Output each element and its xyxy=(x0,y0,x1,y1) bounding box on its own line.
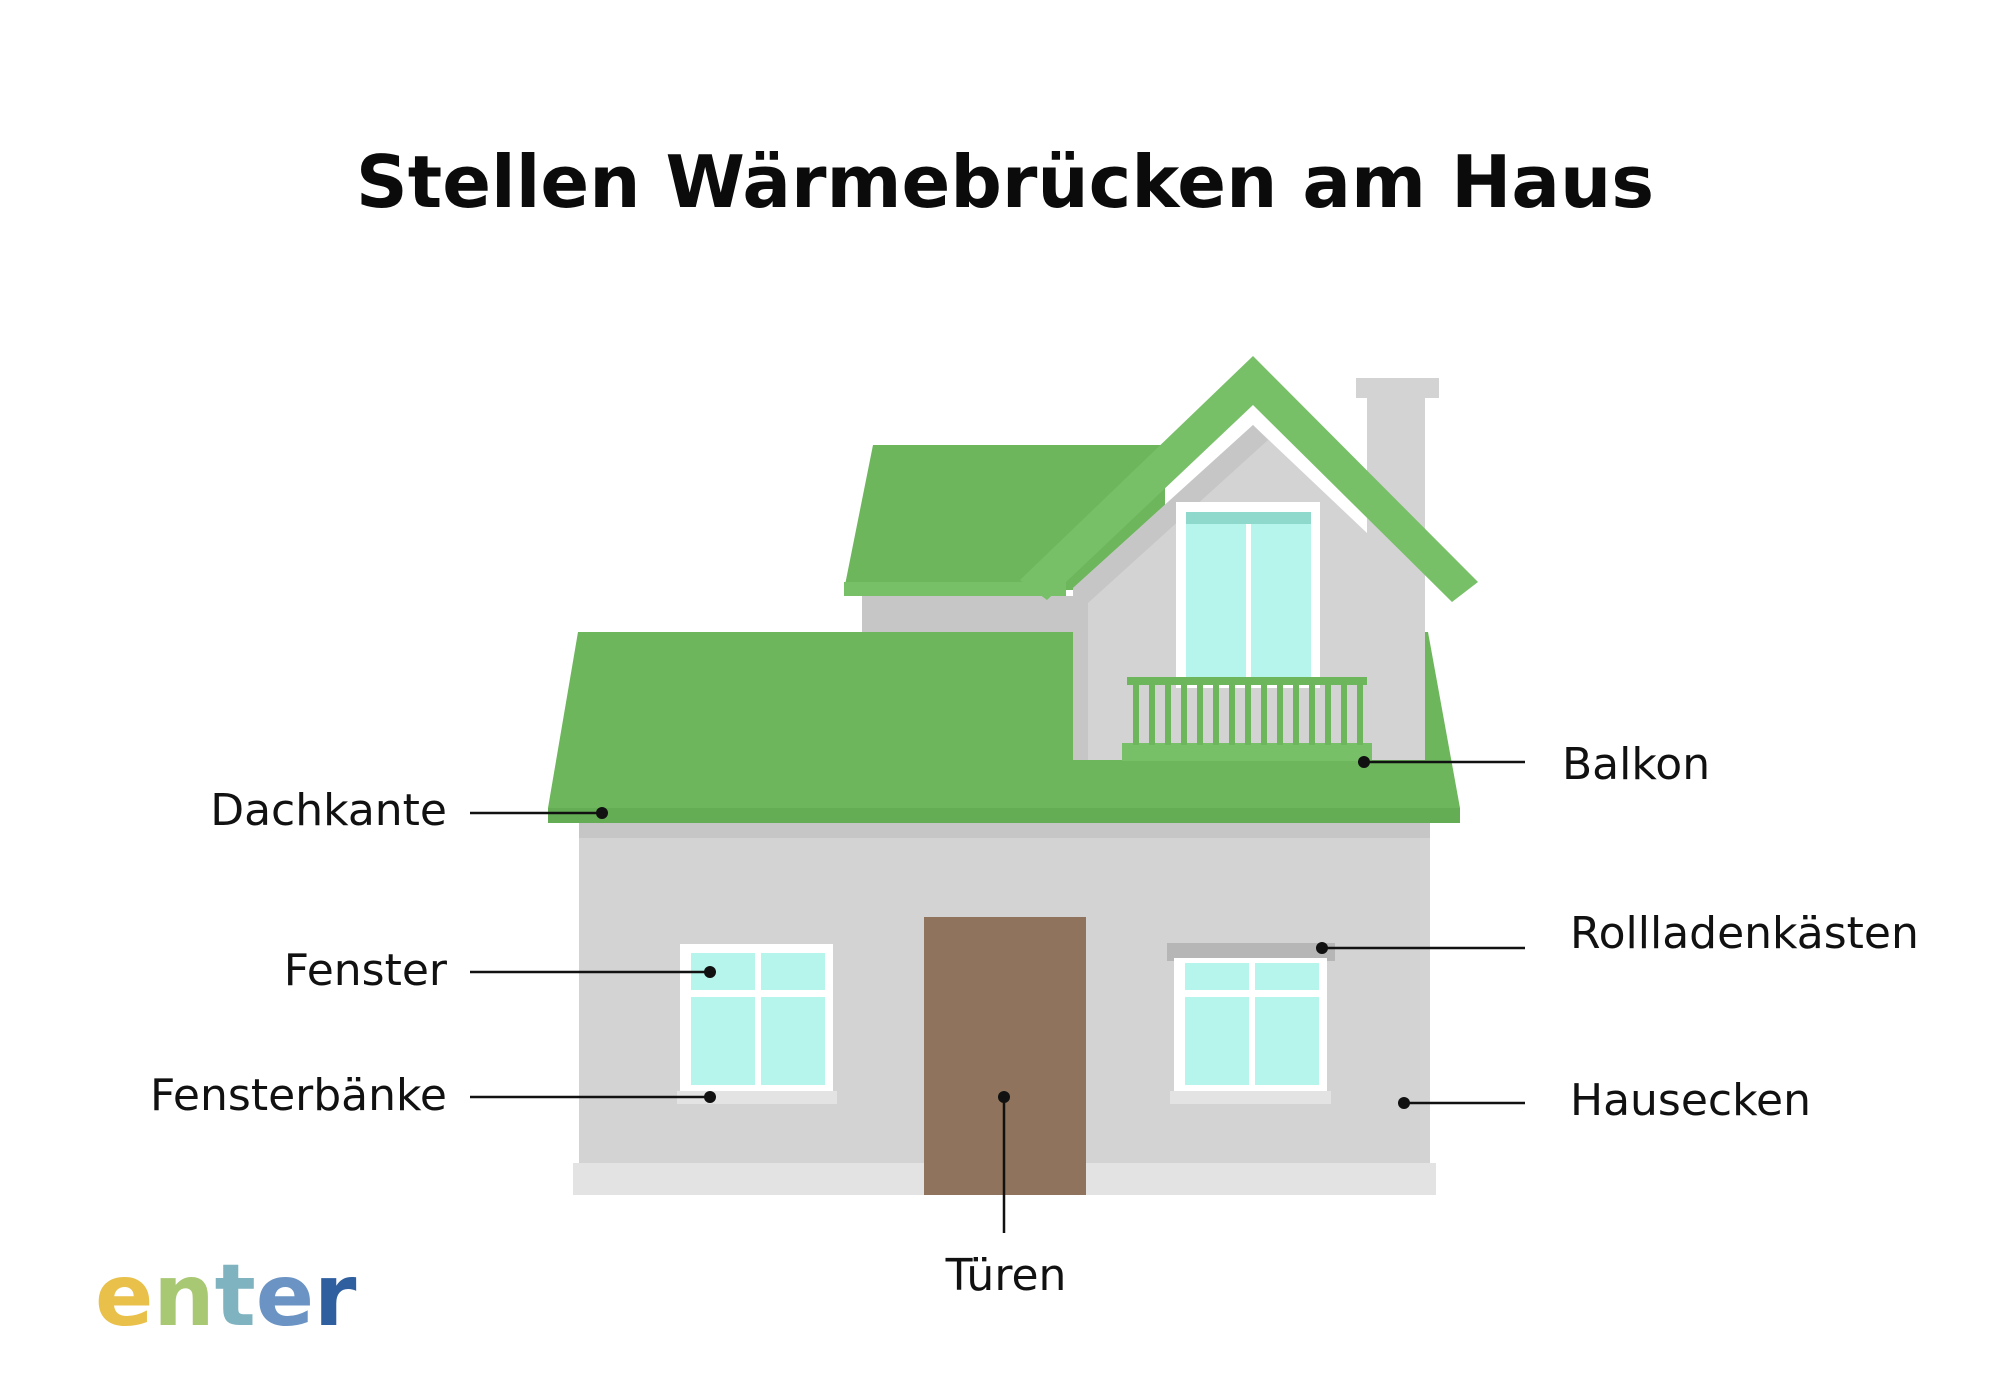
left-window-sill xyxy=(677,1091,837,1104)
label-fensterbaenke: Fensterbänke xyxy=(150,1070,447,1121)
gable-roof xyxy=(1020,356,1478,602)
marker-dachkante xyxy=(596,807,608,819)
enter-logo: enter xyxy=(95,1246,357,1346)
roof-edge xyxy=(548,808,1460,823)
callout-tueren: Türen xyxy=(945,1091,1067,1301)
label-rollladenkaesten: Rollladenkästen xyxy=(1570,908,1919,959)
callout-rollladenkaesten: Rollladenkästen xyxy=(1316,908,1919,959)
right-window-pane-left xyxy=(1185,963,1249,1085)
logo-wordmark: enter xyxy=(95,1246,357,1346)
upper-window-top-shade xyxy=(1186,512,1311,524)
page-title: Stellen Wärmebrücken am Haus xyxy=(356,140,1654,224)
label-hausecken: Hausecken xyxy=(1570,1075,1811,1126)
right-window-transom xyxy=(1185,990,1319,997)
marker-fenster xyxy=(704,966,716,978)
upper-window-pane-right xyxy=(1251,512,1311,684)
upper-roof-edge xyxy=(844,582,1066,596)
balcony-railing xyxy=(1122,677,1372,761)
left-window-pane-right xyxy=(761,953,825,1085)
logo-letter-2: n xyxy=(153,1246,214,1346)
logo-letter-1: e xyxy=(95,1246,153,1346)
label-dachkante: Dachkante xyxy=(210,785,447,836)
right-window-pane-right xyxy=(1255,963,1319,1085)
house-illustration xyxy=(548,356,1478,1195)
callout-dachkante: Dachkante xyxy=(210,785,608,836)
logo-letter-5: r xyxy=(314,1246,357,1346)
right-window-sill xyxy=(1170,1091,1331,1104)
callout-hausecken: Hausecken xyxy=(1398,1075,1811,1126)
upper-window-pane-left xyxy=(1186,512,1246,684)
left-window-transom xyxy=(691,990,825,997)
label-fenster: Fenster xyxy=(284,945,448,996)
callout-balkon: Balkon xyxy=(1358,739,1710,790)
chimney-cap xyxy=(1356,378,1439,398)
left-window-pane-left xyxy=(691,953,755,1085)
marker-fensterbaenke xyxy=(704,1091,716,1103)
label-balkon: Balkon xyxy=(1562,739,1710,790)
roller-shutter-box xyxy=(1167,943,1335,961)
logo-letter-4: e xyxy=(256,1246,314,1346)
logo-letter-3: t xyxy=(215,1246,256,1346)
callout-fenster: Fenster xyxy=(284,945,716,996)
label-tueren: Türen xyxy=(945,1250,1067,1301)
callout-fensterbaenke: Fensterbänke xyxy=(150,1070,716,1121)
